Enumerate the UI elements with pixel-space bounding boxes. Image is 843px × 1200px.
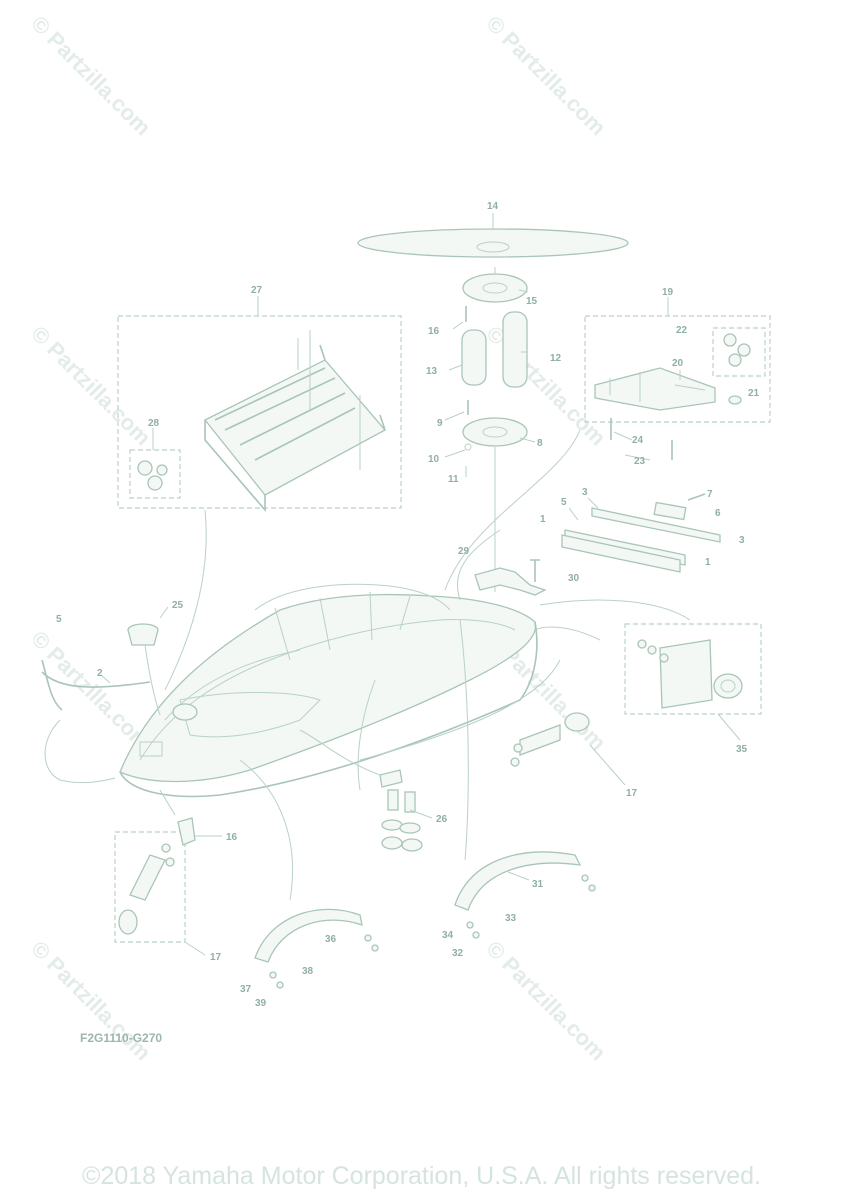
watermarks: © Partzilla.com © Partzilla.com © Partzi…	[26, 11, 610, 1065]
part-17-cleat-left	[129, 854, 166, 901]
box-22	[712, 327, 766, 377]
callout-28: 28	[148, 418, 160, 429]
part-12-pole	[502, 311, 528, 388]
part-31-rail	[454, 851, 582, 911]
callout-26: 26	[436, 814, 448, 825]
callout-31: 31	[532, 879, 544, 890]
callout-32: 32	[452, 948, 464, 959]
part-36-rail	[254, 908, 363, 963]
copyright-notice: ©2018 Yamaha Motor Corporation, U.S.A. A…	[82, 1162, 761, 1190]
callout-19: 19	[662, 287, 674, 298]
cleat-17-right	[510, 712, 626, 786]
callout-6: 6	[715, 508, 721, 519]
part-25-cup-holder	[127, 606, 169, 646]
callout-36: 36	[325, 934, 337, 945]
callout-37: 37	[240, 984, 252, 995]
watermark-3: © Partzilla.com	[26, 321, 155, 450]
box-28	[129, 449, 181, 499]
callout-2: 2	[97, 668, 103, 679]
boat-hull	[119, 583, 538, 798]
callout-35: 35	[736, 744, 748, 755]
part-21-cap	[728, 395, 742, 405]
callout-21: 21	[748, 388, 760, 399]
callout-15: 15	[526, 296, 538, 307]
box-35-assembly	[624, 623, 762, 741]
callout-17-left: 17	[210, 952, 222, 963]
box-17	[114, 831, 186, 943]
part-35-light	[713, 673, 743, 699]
callout-17-right: 17	[626, 788, 638, 799]
watermark-8: © Partzilla.com	[481, 936, 610, 1065]
box-19-assembly	[584, 297, 771, 461]
callout-39: 39	[255, 998, 267, 1009]
callout-11: 11	[448, 474, 459, 485]
callout-8: 8	[537, 438, 543, 449]
part-3-rail	[591, 507, 721, 543]
part-15-mount-plate	[462, 273, 528, 303]
callout-23: 23	[634, 456, 646, 467]
watermark-2: © Partzilla.com	[481, 11, 610, 140]
callout-29: 29	[458, 546, 470, 557]
callout-24: 24	[632, 435, 644, 446]
box-35	[624, 623, 762, 715]
callout-33: 33	[505, 913, 517, 924]
watermark-7: © Partzilla.com	[26, 936, 155, 1065]
watermark-1: © Partzilla.com	[26, 11, 155, 140]
bimini-disc-assembly	[357, 213, 629, 592]
callout-13: 13	[426, 366, 438, 377]
callout-20: 20	[672, 358, 684, 369]
part-16-bracket	[177, 817, 196, 846]
part-28-fitting	[137, 460, 153, 476]
callout-27: 27	[251, 285, 263, 296]
callout-16-left: 16	[226, 832, 238, 843]
part-22-fitting	[723, 333, 737, 347]
hull-outline	[119, 593, 537, 783]
callout-22: 22	[676, 325, 688, 336]
callout-7: 7	[707, 489, 713, 500]
callout-5-left: 5	[56, 614, 62, 625]
box-27	[117, 315, 402, 509]
part-2-handrail	[41, 659, 151, 711]
part-17-cleat	[519, 724, 561, 756]
part-1-rail-b	[561, 534, 681, 573]
part-30-bolt	[530, 559, 540, 582]
rail-assembly	[561, 493, 721, 573]
diagram-code: F2G1110-G270	[80, 1031, 162, 1045]
callout-16-top: 16	[428, 326, 440, 337]
callout-10: 10	[428, 454, 440, 465]
callout-5-right: 5	[561, 497, 567, 508]
callout-34: 34	[442, 930, 454, 941]
box-19	[584, 315, 771, 423]
part-29-strap	[474, 567, 547, 596]
part-13-pole	[461, 329, 487, 386]
fitting-29-30	[474, 559, 547, 596]
callout-38: 38	[302, 966, 314, 977]
part-7-screw	[687, 493, 706, 501]
callout-30: 30	[568, 573, 580, 584]
callout-14: 14	[487, 201, 499, 212]
callouts: 14 15 16 13 12 9 8 10 11 27 28 19 22 20 …	[56, 201, 760, 1009]
leader-lines	[44, 429, 691, 901]
callout-3-right: 3	[739, 535, 745, 546]
callout-1-left: 1	[540, 514, 546, 525]
part-27-frame	[203, 330, 387, 513]
grab-rails	[254, 851, 596, 989]
part-26-pads	[379, 769, 433, 852]
callout-9: 9	[437, 418, 443, 429]
callout-3-top: 3	[582, 487, 588, 498]
part-8-base-plate	[462, 417, 528, 447]
part-6-clip	[653, 501, 687, 521]
part-35-plate	[659, 639, 713, 709]
part-20-bracket	[594, 367, 716, 411]
box-17-left-assembly	[114, 817, 222, 956]
callout-1-right: 1	[705, 557, 711, 568]
part-14-disc	[357, 228, 629, 258]
frame-assembly-27	[117, 296, 402, 513]
callout-12: 12	[550, 353, 562, 364]
callout-25: 25	[172, 600, 184, 611]
